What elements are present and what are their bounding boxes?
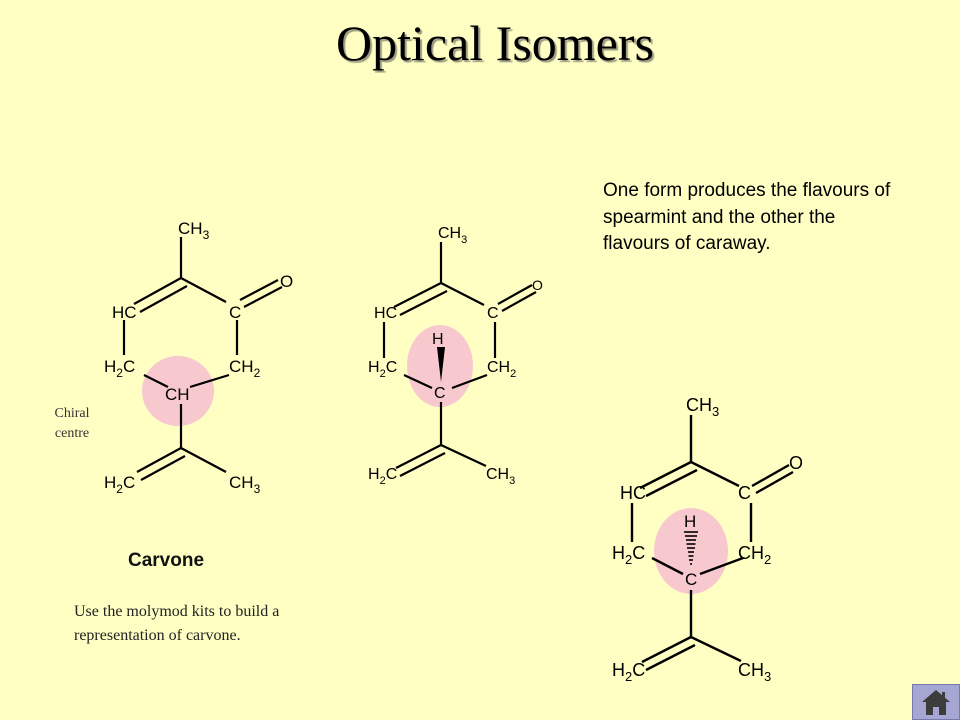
ring-ch-label: HC [112, 303, 137, 322]
svg-text:H2C: H2C [368, 466, 397, 487]
svg-text:O: O [532, 277, 543, 293]
svg-text:C: C [685, 570, 697, 589]
chiral-highlight [654, 508, 728, 594]
svg-text:H2C: H2C [612, 660, 645, 684]
wedge-h-label: H [432, 331, 444, 348]
alkene-ch2-label: H2C [104, 473, 135, 496]
svg-text:CH2: CH2 [487, 359, 516, 380]
svg-text:CH3: CH3 [738, 660, 771, 684]
svg-text:HC: HC [374, 305, 397, 322]
oxygen-label: O [280, 272, 293, 291]
ring-ch2-label: CH2 [229, 357, 261, 380]
hash-h-label: H [684, 512, 696, 531]
svg-text:C: C [738, 483, 751, 503]
flavour-description: One form produces the flavours of spearm… [603, 180, 891, 254]
chiral-ch-label: CH [165, 385, 190, 404]
chiral-centre-label: Chiral centre [44, 404, 100, 444]
chiral-highlight [142, 356, 214, 426]
svg-text:CH3: CH3 [178, 219, 210, 242]
svg-text:O: O [789, 453, 803, 473]
svg-text:HC: HC [620, 483, 646, 503]
instruction-text: Use the molymod kits to build a represen… [74, 603, 280, 644]
chiral-label-line-2: centre [54, 426, 90, 441]
home-button[interactable] [912, 684, 960, 720]
carbonyl-c-label: C [229, 303, 241, 322]
slide-title: Optical Isomers [336, 15, 654, 71]
chiral-label-line-1: Chiral [54, 406, 90, 421]
svg-text:CH3: CH3 [686, 395, 719, 419]
svg-text:H2C: H2C [368, 359, 397, 380]
hashed-bond [684, 531, 698, 565]
methylene-left-label: H2C [104, 357, 135, 380]
svg-text:C: C [487, 305, 499, 322]
svg-text:C: C [434, 385, 446, 402]
methyl-label: CH [178, 219, 203, 238]
svg-text:H2C: H2C [612, 543, 645, 567]
wedge-bond [437, 347, 445, 382]
svg-text:CH3: CH3 [486, 466, 515, 487]
alkene-ch3-label: CH3 [229, 473, 261, 496]
svg-text:CH2: CH2 [738, 543, 771, 567]
molecule-name: Carvone [128, 550, 205, 571]
svg-text:CH3: CH3 [438, 225, 467, 246]
home-icon [922, 690, 950, 715]
